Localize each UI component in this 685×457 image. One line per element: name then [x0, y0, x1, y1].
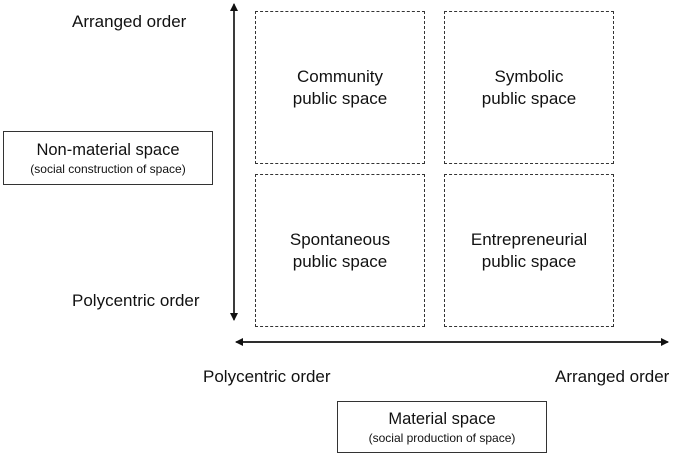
- quadrant-title: Community: [297, 66, 383, 86]
- quadrant-subtitle: public space: [292, 88, 388, 108]
- x-dimension-box: Material space (social production of spa…: [337, 401, 547, 453]
- y-axis-top-label: Arranged order: [72, 12, 187, 31]
- quadrant-title: Spontaneous: [289, 229, 391, 249]
- y-dimension-box: Non-material space (social construction …: [3, 131, 213, 185]
- y-dimension-title: Non-material space: [36, 140, 180, 159]
- quadrant-subtitle: public space: [481, 88, 577, 108]
- quadrant-title: Entrepreneurial: [470, 229, 588, 249]
- quadrant-title: Symbolic: [494, 66, 564, 86]
- y-dimension-subtitle: (social construction of space): [30, 161, 186, 176]
- x-dimension-title: Material space: [388, 409, 496, 428]
- quadrant-subtitle: public space: [481, 251, 577, 271]
- x-dimension-subtitle: (social production of space): [368, 430, 516, 445]
- quadrant-subtitle: public space: [292, 251, 388, 271]
- y-axis-bottom-label: Polycentric order: [72, 291, 200, 310]
- x-axis-left-label: Polycentric order: [203, 367, 331, 386]
- x-axis-right-label: Arranged order: [555, 367, 670, 386]
